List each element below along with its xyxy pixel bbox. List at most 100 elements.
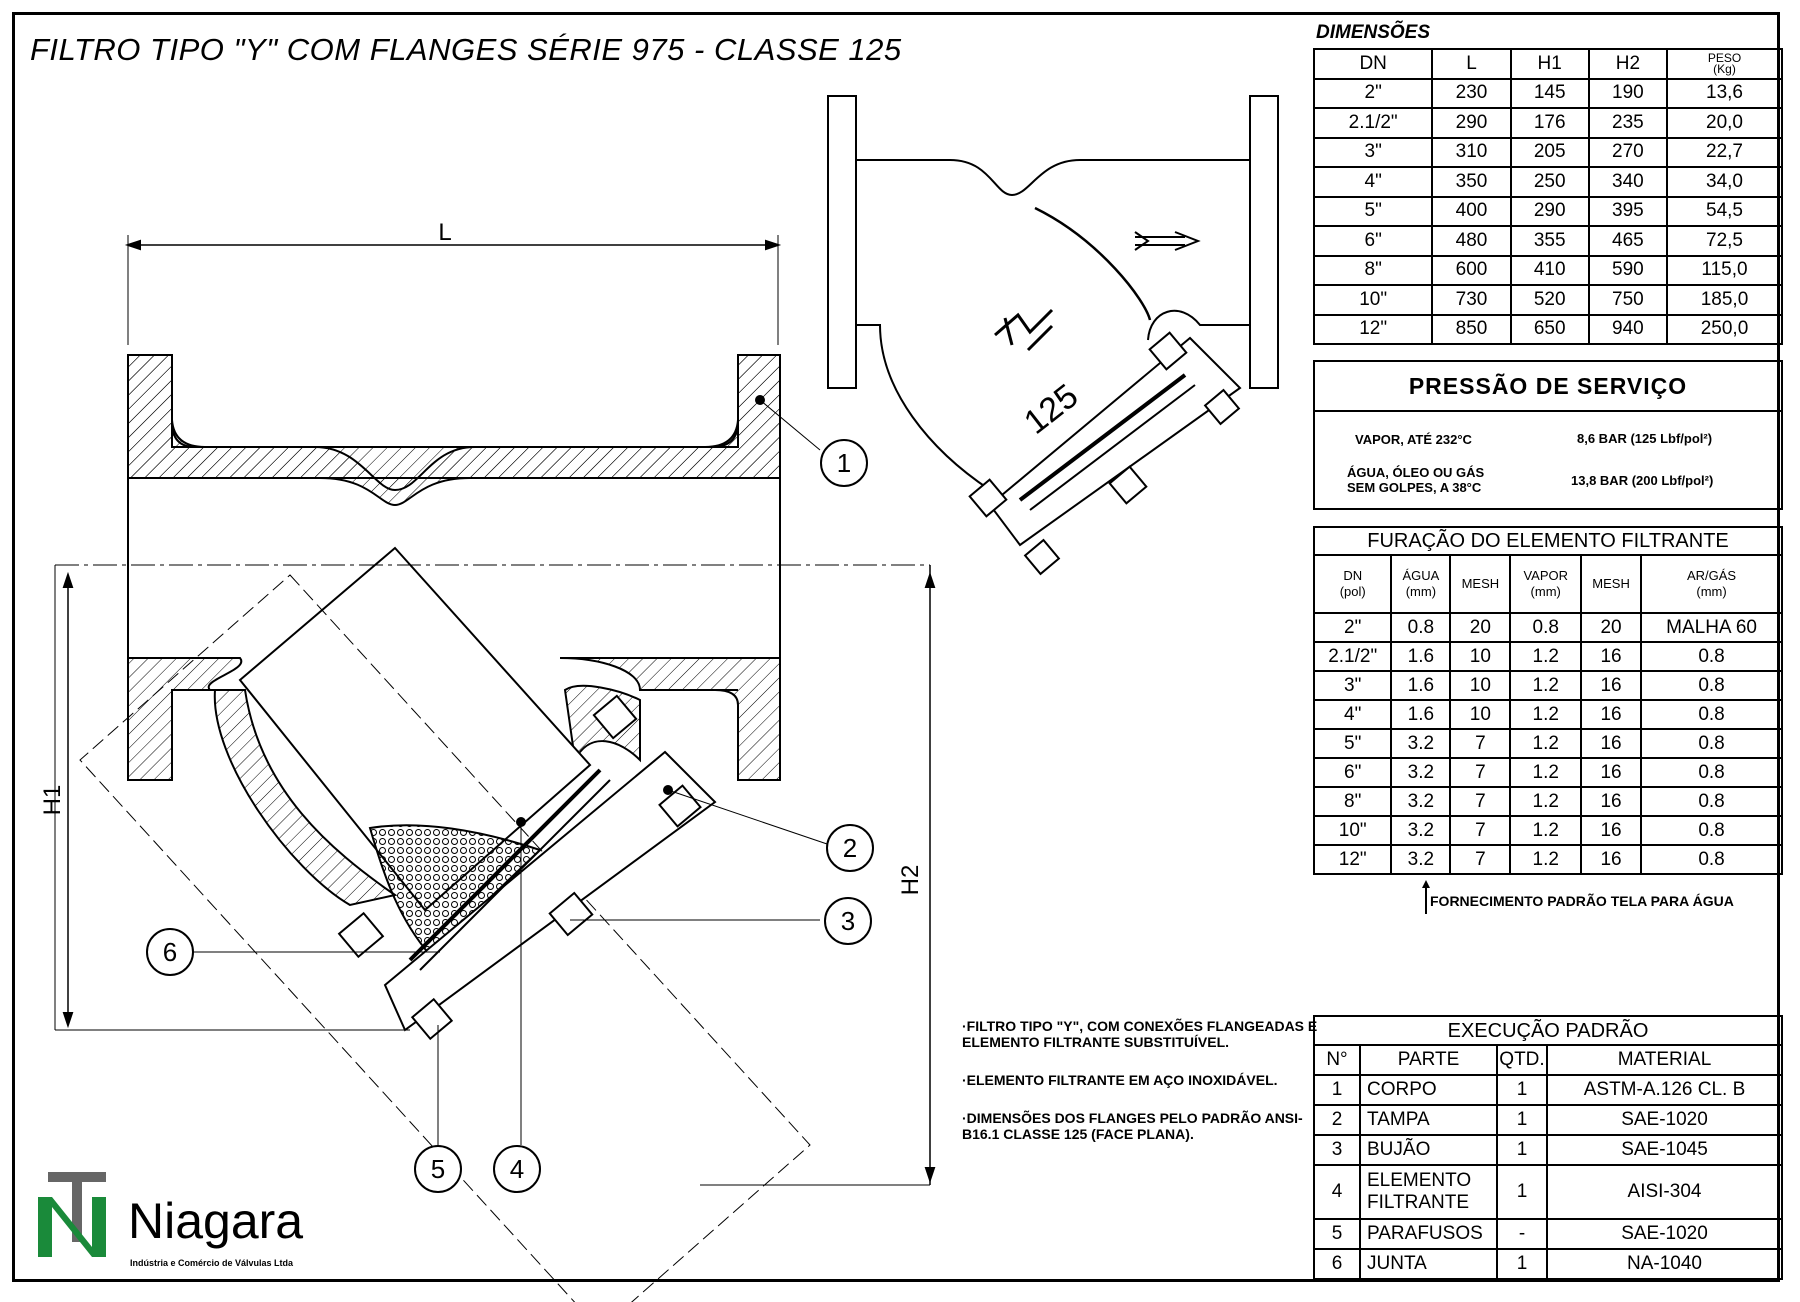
dims-cell: 290 <box>1509 195 1590 227</box>
filter-cell: 0.8 <box>1509 612 1583 643</box>
execution-cell: JUNTA <box>1359 1248 1498 1280</box>
filter-cell: 2" <box>1312 612 1393 643</box>
filter-cell: 1.6 <box>1390 641 1452 672</box>
dims-cell: 5" <box>1312 195 1434 227</box>
filter-cell: 7 <box>1449 844 1512 875</box>
pressure-value-2: 13,8 BAR (200 Lbf/pol²) <box>1571 473 1714 488</box>
callout-3: 3 <box>841 906 855 936</box>
dims-cell: 12" <box>1312 313 1434 345</box>
dims-cell: 3" <box>1312 136 1434 168</box>
dims-header-peso: PESO(Kg) <box>1665 48 1784 80</box>
filter-cell: 12" <box>1312 844 1393 875</box>
filter-cell: 7 <box>1449 815 1512 846</box>
dims-cell: 350 <box>1431 166 1512 198</box>
note-arrow-icon <box>1422 880 1430 914</box>
dims-header-dn: DN <box>1312 48 1434 80</box>
execution-cell: SAE-1020 <box>1546 1218 1783 1250</box>
filter-cell: 16 <box>1580 699 1643 730</box>
pressure-box: PRESSÃO DE SERVIÇO VAPOR, ATÉ 232°C 8,6 … <box>1313 360 1783 510</box>
dims-cell: 250 <box>1509 166 1590 198</box>
dims-cell: 115,0 <box>1665 254 1784 286</box>
filter-cell: 20 <box>1580 612 1643 643</box>
dims-cell: 940 <box>1587 313 1668 345</box>
filter-cell: 3.2 <box>1390 786 1452 817</box>
filter-cell: 7 <box>1449 786 1512 817</box>
filter-cell: 3.2 <box>1390 757 1452 788</box>
drawing-title: FILTRO TIPO "Y" COM FLANGES SÉRIE 975 - … <box>30 32 902 67</box>
niagara-logo-icon <box>38 1172 106 1257</box>
filter-cell: 3.2 <box>1390 815 1452 846</box>
dims-header-h2: H2 <box>1587 48 1668 80</box>
filter-cell: 1.6 <box>1390 699 1452 730</box>
filter-cell: 0.8 <box>1390 612 1452 643</box>
dims-cell: 480 <box>1431 225 1512 257</box>
dims-cell: 600 <box>1431 254 1512 286</box>
filter-header: ÁGUA(mm) <box>1390 554 1452 614</box>
dims-cell: 13,6 <box>1665 77 1784 109</box>
execution-cell: CORPO <box>1359 1074 1498 1106</box>
callout-bubbles: 1 2 3 4 5 6 <box>146 439 874 1193</box>
filter-cell: 0.8 <box>1640 757 1783 788</box>
dims-header-l: L <box>1431 48 1512 80</box>
filter-cell: 10 <box>1449 670 1512 701</box>
brand-subtitle: Indústria e Comércio de Válvulas Ltda <box>130 1258 294 1268</box>
filter-header: VAPOR(mm) <box>1509 554 1583 614</box>
dims-header-h1: H1 <box>1509 48 1590 80</box>
execution-cell: 3 <box>1313 1134 1361 1166</box>
pressure-medium-2b: SEM GOLPES, A 38°C <box>1347 480 1482 495</box>
filter-cell: 6" <box>1312 757 1393 788</box>
dims-cell: 205 <box>1509 136 1590 168</box>
filter-cell: 1.2 <box>1509 670 1583 701</box>
dims-cell: 395 <box>1587 195 1668 227</box>
filter-cell: 1.2 <box>1509 815 1583 846</box>
execution-cell: BUJÃO <box>1359 1134 1498 1166</box>
filter-cell: 16 <box>1580 728 1643 759</box>
filter-cell: 0.8 <box>1640 699 1783 730</box>
dims-cell: 465 <box>1587 225 1668 257</box>
filter-cell: 7 <box>1449 757 1512 788</box>
note-3: ·DIMENSÕES DOS FLANGES PELO PADRÃO ANSI-… <box>962 1110 1303 1142</box>
execution-cell: 5 <box>1313 1218 1361 1250</box>
dims-cell: 72,5 <box>1665 225 1784 257</box>
dims-cell: 22,7 <box>1665 136 1784 168</box>
dim-h1-label: H1 <box>39 785 66 816</box>
execution-header: QTD. <box>1496 1044 1548 1076</box>
filter-cell: 7 <box>1449 728 1512 759</box>
filter-cell: 3.2 <box>1390 728 1452 759</box>
dims-cell: 10" <box>1312 284 1434 316</box>
filter-cell: 1.2 <box>1509 699 1583 730</box>
execution-cell: - <box>1496 1218 1548 1250</box>
filter-cell: 3" <box>1312 670 1393 701</box>
dims-cell: 520 <box>1509 284 1590 316</box>
filter-note: FORNECIMENTO PADRÃO TELA PARA ÁGUA <box>1430 893 1734 909</box>
filter-cell: 16 <box>1580 786 1643 817</box>
filter-cell: MALHA 60 <box>1640 612 1783 643</box>
filter-cell: 20 <box>1449 612 1512 643</box>
filter-cell: 3.2 <box>1390 844 1452 875</box>
execution-cell: 1 <box>1496 1248 1548 1280</box>
filter-cell: 0.8 <box>1640 786 1783 817</box>
filter-cell: 10 <box>1449 699 1512 730</box>
dims-cell: 310 <box>1431 136 1512 168</box>
dims-cell: 270 <box>1587 136 1668 168</box>
filter-cell: 16 <box>1580 815 1643 846</box>
dims-cell: 850 <box>1431 313 1512 345</box>
dims-cell: 176 <box>1509 107 1590 139</box>
pressure-medium-1: VAPOR, ATÉ 232°C <box>1355 432 1472 447</box>
execution-cell: 1 <box>1313 1074 1361 1106</box>
callout-5: 5 <box>431 1154 445 1184</box>
filter-cell: 1.6 <box>1390 670 1452 701</box>
